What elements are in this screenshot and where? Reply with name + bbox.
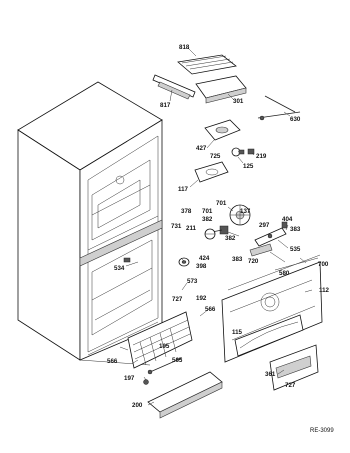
part-label-383b: 383 bbox=[232, 256, 243, 263]
part-label-566a: 566 bbox=[205, 306, 216, 313]
part-label-535: 535 bbox=[290, 246, 301, 253]
part-label-700: 700 bbox=[318, 261, 329, 268]
part-label-566b: 566 bbox=[107, 358, 118, 365]
part-label-580: 580 bbox=[279, 270, 290, 277]
damper-211 bbox=[204, 228, 216, 240]
part-label-125: 125 bbox=[243, 163, 254, 170]
part-label-219: 219 bbox=[256, 153, 267, 160]
refrigerator-cabinet bbox=[17, 81, 163, 366]
part-label-382b: 382 bbox=[225, 235, 236, 242]
leader-lines bbox=[119, 47, 313, 406]
tube-630 bbox=[257, 95, 301, 121]
document-id: RE-3099 bbox=[310, 428, 334, 434]
drain-pan-200 bbox=[147, 371, 223, 419]
bracket-720 bbox=[249, 243, 273, 257]
part-label-197: 197 bbox=[124, 375, 135, 382]
part-label-817: 817 bbox=[160, 102, 171, 109]
part-label-630: 630 bbox=[290, 116, 301, 123]
part-label-301: 301 bbox=[233, 98, 244, 105]
part-label-701a: 701 bbox=[216, 200, 227, 207]
part-label-382a: 382 bbox=[202, 216, 213, 223]
cover-361 bbox=[269, 344, 319, 391]
part-label-701b: 701 bbox=[202, 208, 213, 215]
condenser-195 bbox=[127, 311, 193, 369]
switch-219 bbox=[247, 148, 255, 155]
part-label-727b: 727 bbox=[285, 382, 296, 389]
heater-297 bbox=[254, 227, 287, 247]
sensor-404 bbox=[281, 221, 288, 229]
part-label-427: 427 bbox=[196, 145, 207, 152]
part-label-398: 398 bbox=[196, 263, 207, 270]
control-housing-427 bbox=[204, 119, 241, 141]
tube-565 bbox=[147, 357, 183, 375]
part-label-192: 192 bbox=[196, 295, 207, 302]
cover-117 bbox=[194, 161, 229, 183]
part-label-200: 200 bbox=[132, 402, 143, 409]
part-label-731: 731 bbox=[171, 223, 182, 230]
part-label-534: 534 bbox=[114, 265, 125, 272]
part-label-297: 297 bbox=[259, 222, 270, 229]
part-label-818: 818 bbox=[179, 44, 190, 51]
part-label-112: 112 bbox=[319, 287, 330, 294]
part-label-727a: 727 bbox=[172, 296, 183, 303]
part-label-720: 720 bbox=[248, 258, 259, 265]
part-label-361: 361 bbox=[265, 371, 276, 378]
part-label-115: 115 bbox=[232, 329, 243, 336]
part-label-424: 424 bbox=[199, 255, 210, 262]
duct-115 bbox=[234, 314, 304, 357]
ice-tray-818 bbox=[177, 54, 237, 75]
part-label-383a: 383 bbox=[290, 226, 301, 233]
part-label-378: 378 bbox=[181, 208, 192, 215]
part-label-117: 117 bbox=[178, 186, 189, 193]
bracket-817 bbox=[152, 74, 196, 100]
part-label-211: 211 bbox=[186, 225, 197, 232]
part-label-137: 137 bbox=[240, 208, 251, 215]
part-label-573: 573 bbox=[187, 278, 198, 285]
part-number-labels: 818 817 301 630 427 725 219 125 117 701 … bbox=[107, 44, 330, 409]
fan-137 bbox=[229, 204, 251, 226]
part-label-195: 195 bbox=[159, 343, 170, 350]
part-label-565: 565 bbox=[172, 357, 183, 364]
clip-197 bbox=[143, 379, 149, 385]
light-bulb-725 bbox=[231, 147, 245, 157]
part-label-725: 725 bbox=[210, 153, 221, 160]
bin-301 bbox=[195, 75, 247, 104]
thermistor-424 bbox=[178, 257, 190, 267]
part-label-404: 404 bbox=[282, 216, 293, 223]
